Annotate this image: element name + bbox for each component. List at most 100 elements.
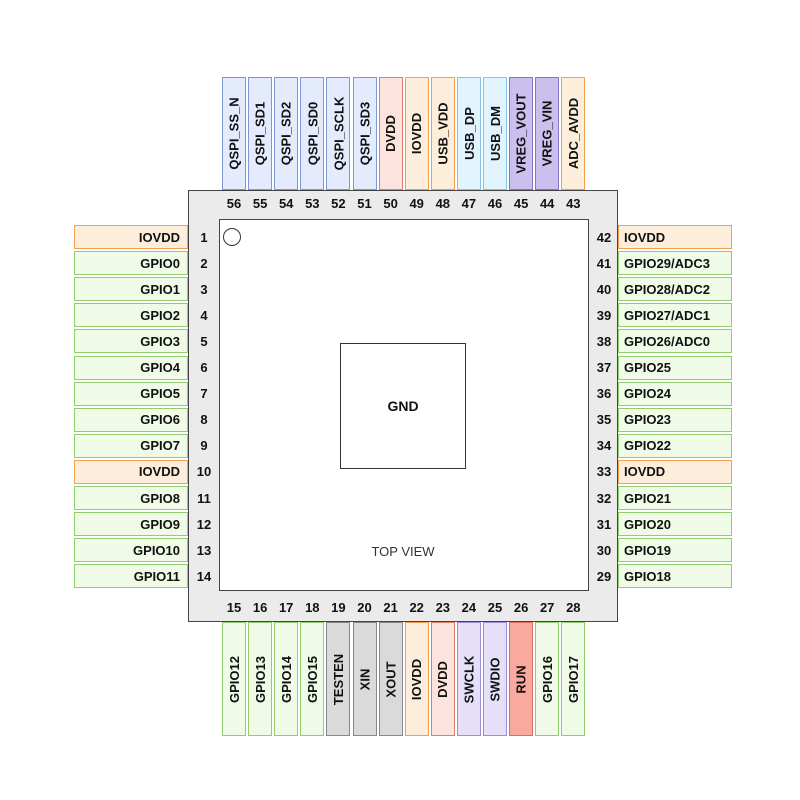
- pin-label-text: QSPI_SD3: [357, 101, 372, 166]
- pin-number: 20: [357, 599, 372, 615]
- pin-label-text: ADC_AVDD: [565, 97, 581, 170]
- pin-label: GPIO2: [74, 303, 188, 328]
- pin-label: DVDD: [378, 77, 403, 190]
- pin-label: IOVDD: [618, 225, 732, 249]
- pin-label: GPIO3: [74, 329, 188, 354]
- pin-label: IOVDD: [404, 622, 429, 736]
- pin-label: VREG_VIN: [535, 77, 560, 190]
- pin-label: GPIO15: [300, 622, 325, 736]
- pin-label-text: IOVDD: [409, 112, 425, 155]
- pin-label: IOVDD: [404, 77, 429, 190]
- pin-label: GPIO19: [618, 538, 732, 563]
- pin-label: QSPI_SD3: [352, 77, 377, 190]
- pin-number: 29: [596, 568, 612, 584]
- pin-label: IOVDD: [74, 225, 188, 249]
- pin-label-text: GPIO12: [226, 655, 242, 703]
- pin-label-text: RUN: [513, 664, 529, 694]
- pin-number: 28: [566, 599, 581, 615]
- pin-label: GPIO27/ADC1: [618, 303, 732, 328]
- pin-label-text: XOUT: [383, 660, 399, 698]
- pin-label-text: QSPI_SD0: [304, 101, 320, 166]
- pin-number: 34: [596, 438, 612, 454]
- pin-label: XOUT: [378, 622, 403, 736]
- pin-label-text: GPIO16: [539, 655, 555, 703]
- pin-number: 35: [596, 412, 612, 428]
- pin-number: 43: [566, 195, 581, 211]
- pin-label-text: SWDIO: [487, 656, 503, 702]
- pin-label: GPIO7: [74, 433, 188, 458]
- pin-number: 21: [383, 599, 398, 615]
- pin-label-text: TESTEN: [330, 653, 346, 705]
- pin-number: 12: [196, 516, 212, 532]
- pin-label-text: GPIO13: [252, 655, 268, 703]
- pin-number: 24: [461, 599, 477, 615]
- pin-number: 6: [200, 360, 208, 375]
- pin-label: GPIO22: [618, 433, 732, 458]
- pin-number: 38: [596, 333, 612, 349]
- pin-label-text: VREG_VIN: [539, 100, 555, 167]
- pin-label: QSPI_SD1: [248, 77, 273, 190]
- pin-number: 52: [331, 195, 346, 211]
- pin-number: 48: [435, 195, 451, 211]
- pin-label: DVDD: [430, 622, 455, 736]
- pin-number: 23: [435, 599, 451, 615]
- pin-label: VREG_VOUT: [509, 77, 534, 190]
- pin-number: 2: [200, 255, 208, 271]
- pin-number: 15: [226, 599, 242, 615]
- pin-label-text: GPIO15: [304, 655, 320, 703]
- pin-number: 37: [596, 360, 612, 375]
- pin-number: 17: [278, 599, 294, 615]
- pin-number: 46: [487, 195, 503, 211]
- pin-label-text: USB_DM: [487, 106, 503, 161]
- pin-number: 54: [278, 195, 294, 211]
- pin-number: 40: [596, 281, 612, 297]
- pin-label: GPIO14: [274, 622, 299, 736]
- pin-number: 10: [196, 464, 212, 480]
- pin-number: 36: [596, 386, 612, 402]
- pin-label: GPIO16: [535, 622, 560, 736]
- pin-number: 45: [513, 195, 529, 211]
- pin-label: QSPI_SD2: [274, 77, 299, 190]
- pin-number: 26: [513, 599, 529, 615]
- pin-number: 44: [539, 195, 555, 211]
- pin-label: GPIO28/ADC2: [618, 277, 732, 302]
- pin-label: IOVDD: [618, 459, 732, 484]
- pin-number: 1: [200, 229, 208, 245]
- pin-label-text: QSPI_SD1: [252, 101, 268, 166]
- pin-label: SWCLK: [456, 622, 481, 736]
- pin-label: GPIO4: [74, 355, 188, 380]
- pin-number: 42: [596, 229, 612, 245]
- pin-label-text: IOVDD: [409, 658, 425, 700]
- pin-label-text: USB_DP: [461, 107, 477, 160]
- pin-label-text: GPIO17: [565, 655, 581, 703]
- pin-label-text: GPIO14: [278, 655, 294, 703]
- pin-label: GPIO8: [74, 486, 188, 510]
- pin-label: GPIO24: [618, 381, 732, 406]
- pin-number: 47: [461, 195, 477, 211]
- pin-label-text: DVDD: [435, 660, 451, 698]
- pin-label: QSPI_SS_N: [222, 77, 246, 190]
- pin-label-text: XIN: [356, 668, 372, 690]
- pin-label: TESTEN: [326, 622, 351, 736]
- pin-number: 55: [252, 195, 268, 211]
- pin-number: 49: [409, 195, 424, 211]
- pin-label-text: DVDD: [383, 115, 399, 152]
- pin-label: USB_DP: [456, 77, 481, 190]
- pin-label: QSPI_SD0: [300, 77, 325, 190]
- pin-label: GPIO12: [222, 622, 246, 736]
- pin-number: 5: [200, 333, 208, 349]
- pin-label: GPIO0: [74, 251, 188, 276]
- pin-label-text: QSPI_SD2: [278, 101, 294, 166]
- pin-label: GPIO13: [248, 622, 273, 736]
- pin-label: GPIO26/ADC0: [618, 329, 732, 354]
- pin-label: GPIO10: [74, 538, 188, 563]
- pin-number: 50: [383, 195, 398, 211]
- pin-number: 56: [226, 195, 242, 211]
- pin-number: 18: [305, 599, 320, 615]
- pin-number: 16: [252, 599, 268, 615]
- pin-label-text: QSPI_SS_N: [226, 97, 242, 170]
- pin-label: GPIO1: [74, 277, 188, 302]
- pin-label: GPIO23: [618, 407, 732, 432]
- pin-label: GPIO11: [74, 564, 188, 589]
